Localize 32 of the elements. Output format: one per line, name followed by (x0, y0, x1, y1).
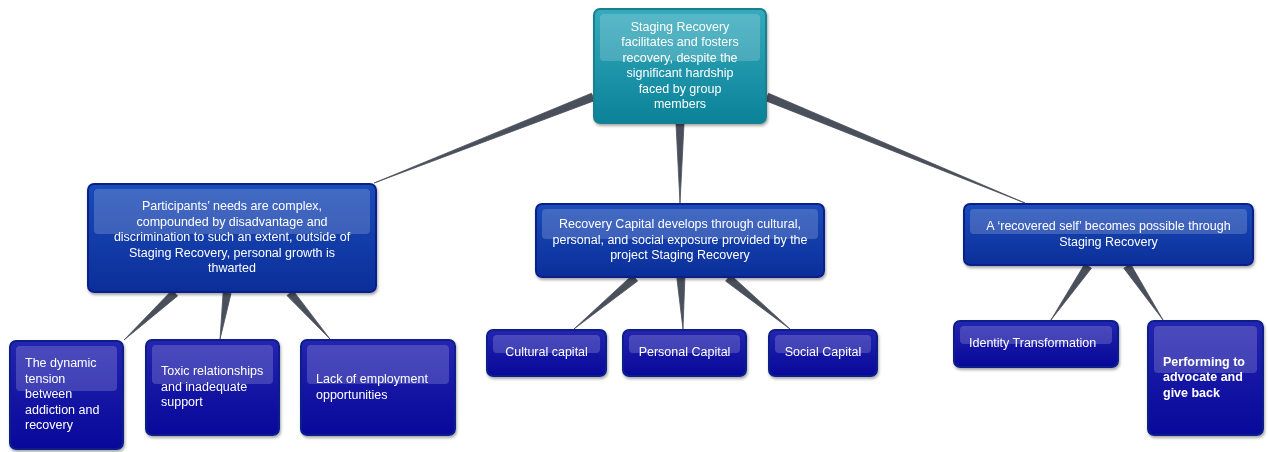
topic-box (300, 339, 456, 436)
connector-line (219, 292, 232, 340)
topic-box (1147, 320, 1264, 436)
topic-box (486, 329, 607, 377)
topic-text: Cultural capital (504, 345, 589, 361)
topic-text: Staging Recovery facilitates and fosters recovery, despite the significant hardship faced by group members (620, 19, 740, 113)
topic-box (9, 340, 124, 450)
topic-text: Social Capital (784, 345, 862, 361)
connector-line (286, 290, 331, 340)
topic-box (768, 329, 878, 377)
topic-box (953, 320, 1119, 368)
connector-line (765, 92, 1026, 204)
topic-text: Toxic relationships and inadequate support (161, 364, 264, 411)
topic-text: Personal Capital (638, 345, 731, 361)
topic-box (593, 8, 767, 124)
connector-line (1123, 263, 1164, 321)
topic-box (963, 203, 1254, 266)
topic-text: The dynamic tension between addiction and recovery (25, 356, 101, 434)
topic-text: Recovery Capital develops through cultural, personal, and social exposure provided by the project Staging Recovery (551, 217, 809, 264)
topic-box (87, 183, 377, 293)
topic-text: Identity Transformation (969, 336, 1098, 352)
topic-text: Performing to advocate and give back (1163, 354, 1246, 402)
topic-text: Participants’ needs are complex, compounded by disadvantage and discrimination to such an extent, outside of Staging Recovery, personal growth is thwarted (112, 199, 352, 277)
topic-text: Lack of employment opportunities (316, 372, 429, 403)
connector-line (675, 123, 685, 204)
topic-box (622, 329, 747, 377)
topic-box (145, 339, 280, 436)
topic-box (535, 203, 825, 278)
connector-line (676, 277, 686, 330)
connector-line (373, 92, 595, 184)
topic-text: A ‘recovered self’ becomes possible through Staging Recovery (985, 219, 1232, 250)
connector-line (1050, 263, 1092, 321)
